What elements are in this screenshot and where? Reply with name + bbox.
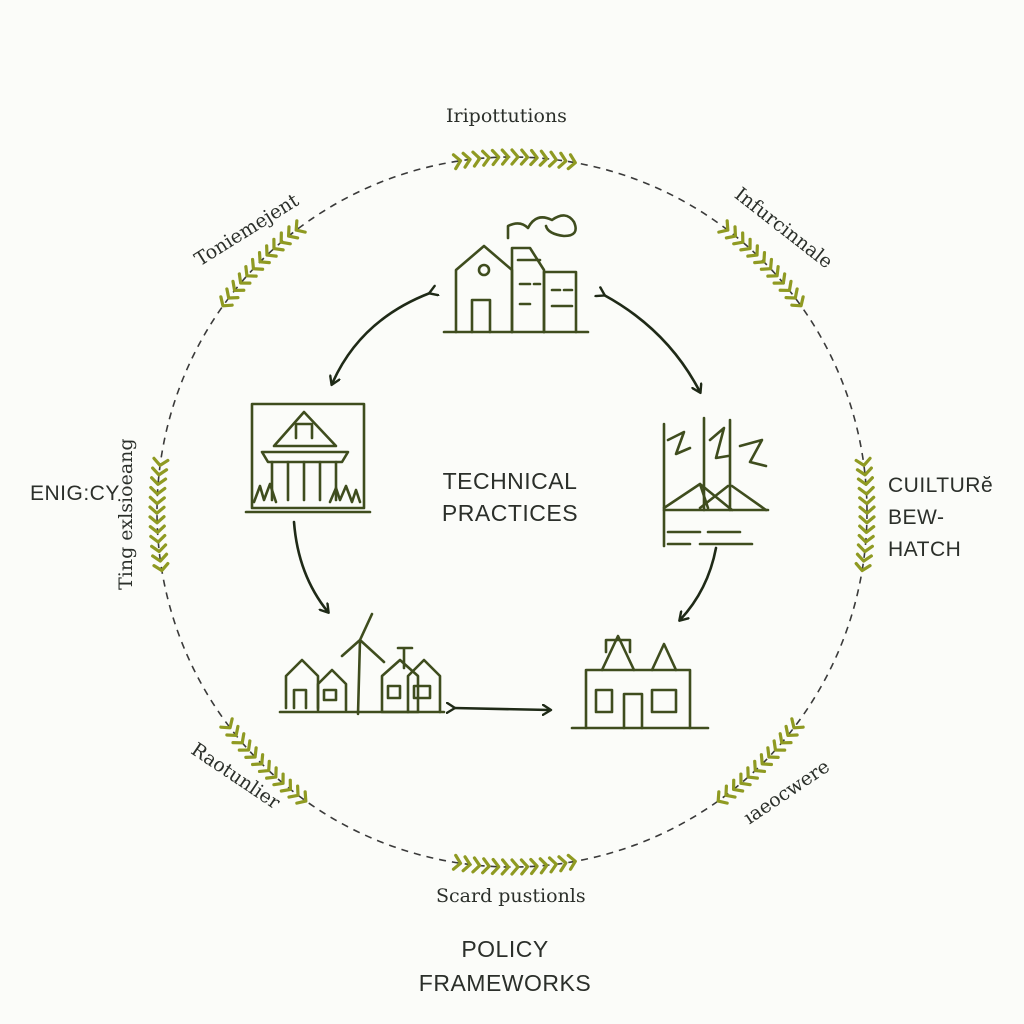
- chevron-mark: [149, 533, 167, 545]
- chevron-mark: [857, 485, 876, 497]
- label-right-line3: HATCH: [888, 538, 962, 562]
- cycle-arrows: [292, 293, 718, 710]
- chevron-mark: [471, 149, 483, 168]
- footer-title: POLICY FRAMEWORKS: [400, 936, 610, 997]
- framed-pavilion-icon: [244, 402, 372, 514]
- arrow-factory-pavilion: [332, 293, 430, 384]
- label-bottom: Scard pustionls: [436, 885, 586, 907]
- footer-line1: POLICY: [461, 936, 549, 962]
- chevron-mark: [151, 456, 170, 468]
- chevron-mark: [148, 495, 166, 506]
- label-right-block: CUILTURĕ BEW- HATCH: [888, 474, 993, 562]
- chevron-mark: [510, 148, 520, 166]
- label-right-line2: BEW-: [888, 506, 945, 530]
- chevron-mark: [786, 717, 805, 734]
- label-left-title: ENIG:CY: [30, 482, 120, 505]
- village-windmill-icon: [278, 612, 446, 716]
- chevron-mark: [856, 543, 874, 554]
- arrow-powerlines-townhall: [680, 546, 718, 620]
- chevron-mark: [471, 856, 483, 875]
- label-left-vertical: Ting exlsioeang: [115, 438, 138, 590]
- label-top: Iripottutions: [446, 105, 567, 127]
- center-title-line1: TECHNICAL: [442, 468, 578, 494]
- townhall-icon: [570, 634, 710, 730]
- power-lines-icon: [662, 416, 770, 548]
- arrow-factory-powerlines: [604, 295, 700, 392]
- center-title-line2: PRACTICES: [441, 500, 579, 527]
- factory-icon: [442, 214, 590, 334]
- arrow-pavilion-village: [292, 520, 328, 612]
- center-title: TECHNICAL PRACTICES: [430, 468, 590, 527]
- chevron-mark: [510, 858, 520, 876]
- footer-line2: FRAMEWORKS: [418, 970, 592, 997]
- arrow-village-townhall: [454, 708, 550, 710]
- chevron-mark: [547, 855, 559, 874]
- label-right-line1: CUILTURĕ: [888, 474, 994, 497]
- chevron-mark: [547, 150, 559, 169]
